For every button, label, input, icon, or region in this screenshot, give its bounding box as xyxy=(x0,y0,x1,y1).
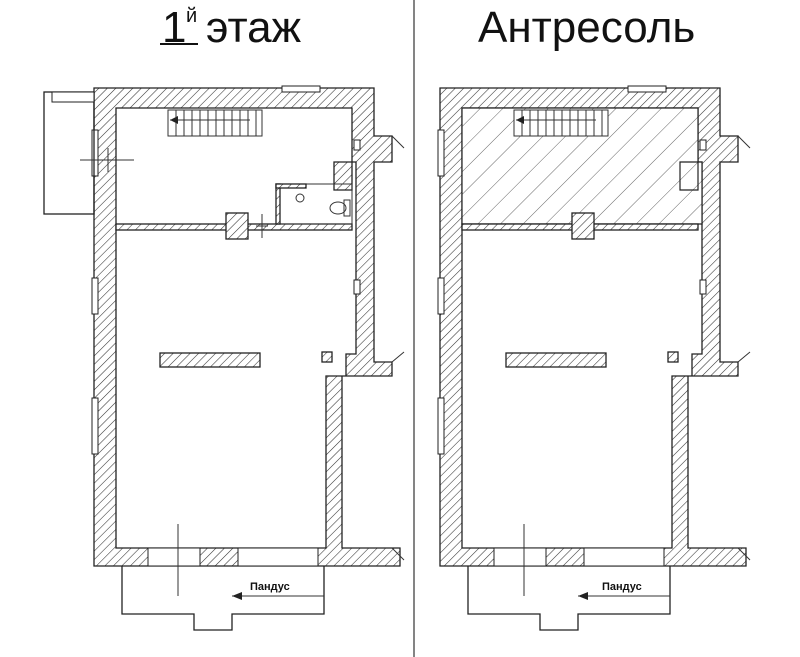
floor1-pillar xyxy=(321,351,333,363)
floor1-title-word: этаж xyxy=(206,3,302,52)
floor1-staircase xyxy=(167,109,263,137)
floor1-plan: Пандус xyxy=(43,85,405,631)
mezzanine-title: Антресоль xyxy=(478,3,695,52)
mezzanine-ramp-label: Пандус xyxy=(602,581,642,593)
floor1-beam xyxy=(159,352,261,368)
mezzanine-staircase xyxy=(513,109,609,137)
mezzanine-plan: Пандус xyxy=(437,85,751,631)
floor1-title: 1 й этаж xyxy=(160,3,302,52)
toilet-icon xyxy=(329,201,347,215)
floor1-column xyxy=(225,212,249,240)
floor1-entrance xyxy=(147,547,201,567)
floor1-outer-walls xyxy=(93,87,401,567)
floor1-ramp-label: Пандус xyxy=(250,581,290,593)
floor1-title-superscript: й xyxy=(186,5,197,27)
